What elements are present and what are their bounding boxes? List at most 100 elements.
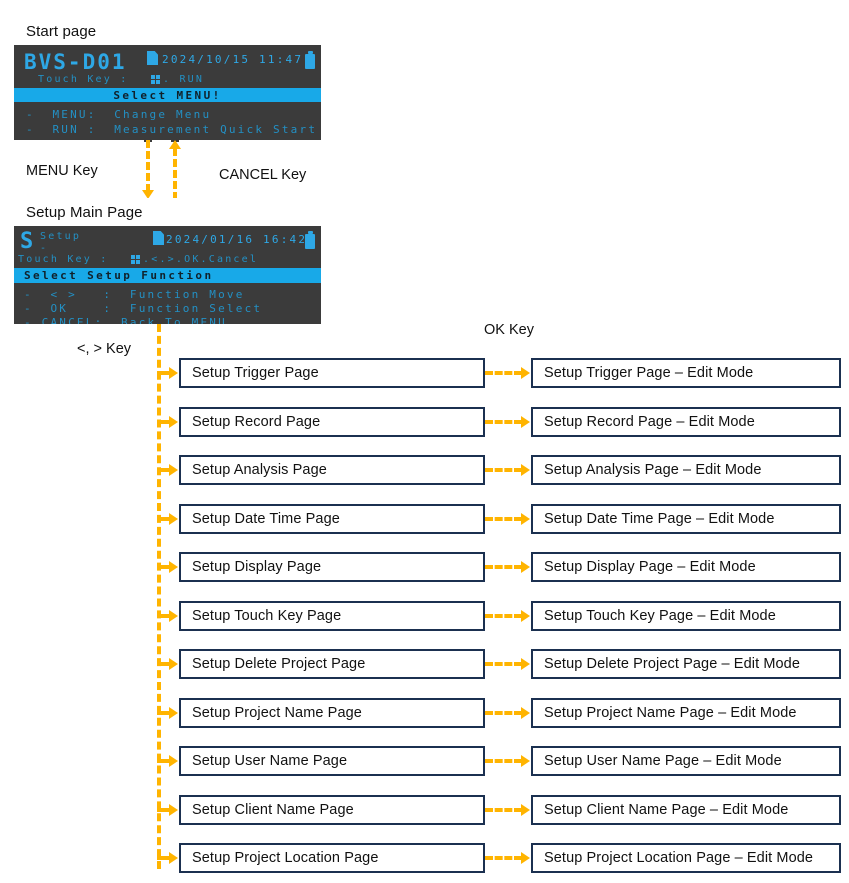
node-setup-page-edit-9[interactable]: Setup Client Name Page – Edit Mode [531, 795, 841, 825]
node-label: Setup Display Page – Edit Mode [544, 559, 756, 575]
arrow-right-left-3 [169, 513, 178, 525]
connector-branch-left-2 [157, 468, 170, 472]
node-setup-page-edit-1[interactable]: Setup Record Page – Edit Mode [531, 407, 841, 437]
lcd-start-touchkey-prefix: Touch Key : [38, 74, 129, 85]
node-label: Setup Delete Project Page – Edit Mode [544, 656, 800, 672]
node-setup-page-view-3[interactable]: Setup Date Time Page [179, 504, 485, 534]
lcd-setup-main-page: S Setup - 2024/01/16 16:42 Touch Key : .… [14, 226, 321, 324]
connector-ok-key-2 [485, 468, 522, 472]
lcd-start-model: BVS-D01 [24, 50, 127, 74]
label-ok-key: OK Key [484, 322, 534, 338]
connector-branch-left-7 [157, 711, 170, 715]
node-label: Setup Project Location Page – Edit Mode [544, 850, 814, 866]
battery-icon [305, 51, 315, 69]
arrow-right-left-8 [169, 755, 178, 767]
node-setup-page-edit-8[interactable]: Setup User Name Page – Edit Mode [531, 746, 841, 776]
arrow-up-cancel-key [169, 140, 181, 149]
node-label: Setup Display Page [192, 559, 322, 575]
arrow-right-ok-10 [521, 852, 530, 864]
node-setup-page-edit-3[interactable]: Setup Date Time Page – Edit Mode [531, 504, 841, 534]
caption-start-page-label: Start page [26, 22, 97, 40]
label-cancel-key: CANCEL Key [219, 167, 307, 183]
node-setup-page-view-4[interactable]: Setup Display Page [179, 552, 485, 582]
label-menu-key: MENU Key [26, 163, 98, 179]
node-label: Setup Trigger Page – Edit Mode [544, 365, 754, 381]
lcd-start-help-2: - RUN : Measurement Quick Start [26, 123, 318, 136]
node-setup-page-edit-2[interactable]: Setup Analysis Page – Edit Mode [531, 455, 841, 485]
node-setup-page-view-5[interactable]: Setup Touch Key Page [179, 601, 485, 631]
connector-branch-left-8 [157, 759, 170, 763]
node-setup-page-view-8[interactable]: Setup User Name Page [179, 746, 485, 776]
node-setup-page-view-1[interactable]: Setup Record Page [179, 407, 485, 437]
lcd-setup-touchkey-suffix: .<.>.OK.Cancel [143, 254, 259, 265]
node-label: Setup Project Name Page – Edit Mode [544, 705, 797, 721]
connector-stub-cancel [171, 136, 179, 142]
connector-branch-left-4 [157, 565, 170, 569]
connector-branch-left-0 [157, 371, 170, 375]
arrow-right-ok-8 [521, 755, 530, 767]
connector-ok-key-9 [485, 808, 522, 812]
lcd-setup-help-3: - CANCEL: Back To MENU [24, 316, 227, 324]
lcd-setup-mode-label: Setup [40, 231, 82, 242]
connector-ok-key-5 [485, 614, 522, 618]
file-icon [147, 51, 158, 65]
connector-branch-left-10 [157, 856, 170, 860]
node-label: Setup Record Page – Edit Mode [544, 414, 755, 430]
arrow-right-ok-4 [521, 561, 530, 573]
arrow-right-ok-9 [521, 804, 530, 816]
node-setup-page-edit-4[interactable]: Setup Display Page – Edit Mode [531, 552, 841, 582]
connector-ok-key-1 [485, 420, 522, 424]
arrow-right-left-6 [169, 658, 178, 670]
node-label: Setup Record Page [192, 414, 321, 430]
lcd-setup-help-2: - OK : Function Select [24, 302, 263, 315]
arrow-right-ok-3 [521, 513, 530, 525]
file-icon [153, 231, 164, 245]
node-setup-page-view-0[interactable]: Setup Trigger Page [179, 358, 485, 388]
node-setup-page-view-2[interactable]: Setup Analysis Page [179, 455, 485, 485]
arrow-right-left-0 [169, 367, 178, 379]
lcd-setup-datetime: 2024/01/16 16:42 [166, 233, 308, 246]
arrow-right-left-2 [169, 464, 178, 476]
lcd-start-touchkey-suffix: . RUN [163, 74, 205, 85]
node-setup-page-edit-5[interactable]: Setup Touch Key Page – Edit Mode [531, 601, 841, 631]
arrow-right-left-5 [169, 610, 178, 622]
caption-setup-main-page: Setup Main Page [14, 198, 321, 226]
node-label: Setup Date Time Page [192, 511, 340, 527]
node-setup-page-edit-0[interactable]: Setup Trigger Page – Edit Mode [531, 358, 841, 388]
label-arrow-keys: <, > Key [77, 341, 132, 357]
lcd-setup-touchkey-prefix: Touch Key : [18, 254, 109, 265]
connector-branch-left-9 [157, 808, 170, 812]
connector-ok-key-6 [485, 662, 522, 666]
node-setup-page-edit-7[interactable]: Setup Project Name Page – Edit Mode [531, 698, 841, 728]
node-label: Setup User Name Page [192, 753, 348, 769]
node-label: Setup Project Location Page [192, 850, 379, 866]
node-label: Setup Client Name Page – Edit Mode [544, 802, 789, 818]
lcd-start-status-bar: Select MENU! [14, 88, 321, 102]
node-setup-page-edit-6[interactable]: Setup Delete Project Page – Edit Mode [531, 649, 841, 679]
node-setup-page-edit-10[interactable]: Setup Project Location Page – Edit Mode [531, 843, 841, 873]
node-setup-page-view-7[interactable]: Setup Project Name Page [179, 698, 485, 728]
node-label: Setup User Name Page – Edit Mode [544, 753, 782, 769]
arrow-right-left-10 [169, 852, 178, 864]
lcd-setup-big-letter: S [20, 229, 34, 254]
node-label: Setup Project Name Page [192, 705, 362, 721]
arrow-down-menu-key [142, 190, 154, 199]
arrow-right-left-4 [169, 561, 178, 573]
node-setup-page-view-9[interactable]: Setup Client Name Page [179, 795, 485, 825]
node-setup-page-view-10[interactable]: Setup Project Location Page [179, 843, 485, 873]
node-label: Setup Trigger Page [192, 365, 319, 381]
arrow-right-ok-1 [521, 416, 530, 428]
connector-spine-arrow-keys [157, 324, 161, 869]
connector-cancel-key [173, 148, 177, 200]
connector-branch-left-6 [157, 662, 170, 666]
node-label: Setup Analysis Page [192, 462, 327, 478]
node-label: Setup Analysis Page – Edit Mode [544, 462, 762, 478]
arrow-right-ok-2 [521, 464, 530, 476]
node-label: Setup Touch Key Page [192, 608, 342, 624]
connector-ok-key-10 [485, 856, 522, 860]
node-label: Setup Touch Key Page – Edit Mode [544, 608, 776, 624]
lcd-start-page: BVS-D01 2024/10/15 11:47 Touch Key : . R… [14, 45, 321, 140]
node-setup-page-view-6[interactable]: Setup Delete Project Page [179, 649, 485, 679]
arrow-right-left-1 [169, 416, 178, 428]
connector-stub-menu [144, 136, 152, 142]
